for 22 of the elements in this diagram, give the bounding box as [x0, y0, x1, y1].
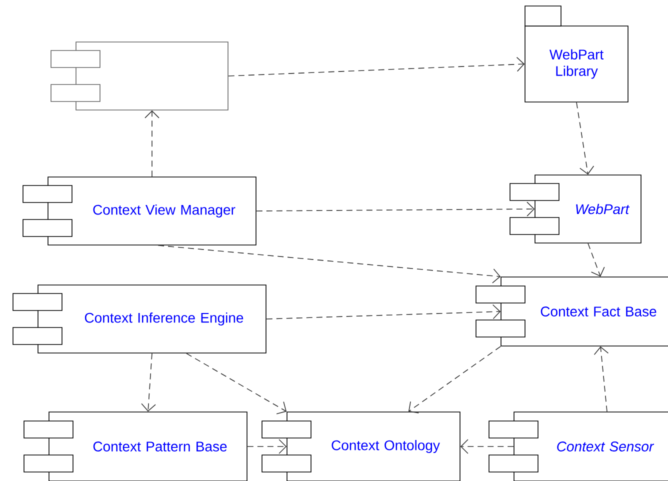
arrow: [576, 102, 594, 175]
arrow: [247, 439, 287, 454]
component-box: [50, 42, 228, 110]
component-box: Context Sensor: [488, 412, 668, 481]
package-box: WebPart Library: [524, 6, 628, 102]
component-box: WebPart: [510, 174, 642, 244]
arrow: [141, 353, 156, 412]
component-box: Context Inference Engine: [12, 284, 266, 354]
arrow: [408, 346, 501, 414]
component-box: Context Pattern Base: [24, 412, 248, 481]
component-box: Context Fact Base: [476, 276, 668, 346]
arrow: [594, 346, 609, 412]
arrow: [144, 110, 160, 177]
arrow: [460, 439, 514, 454]
component-box: Context View Manager: [22, 176, 256, 246]
arrow: [228, 56, 525, 76]
arrow: [186, 353, 287, 414]
arrow: [158, 245, 501, 284]
arrow: [256, 202, 535, 216]
arrow: [266, 304, 501, 320]
component-box: Context Ontology: [262, 412, 460, 481]
arrow: [588, 243, 605, 277]
